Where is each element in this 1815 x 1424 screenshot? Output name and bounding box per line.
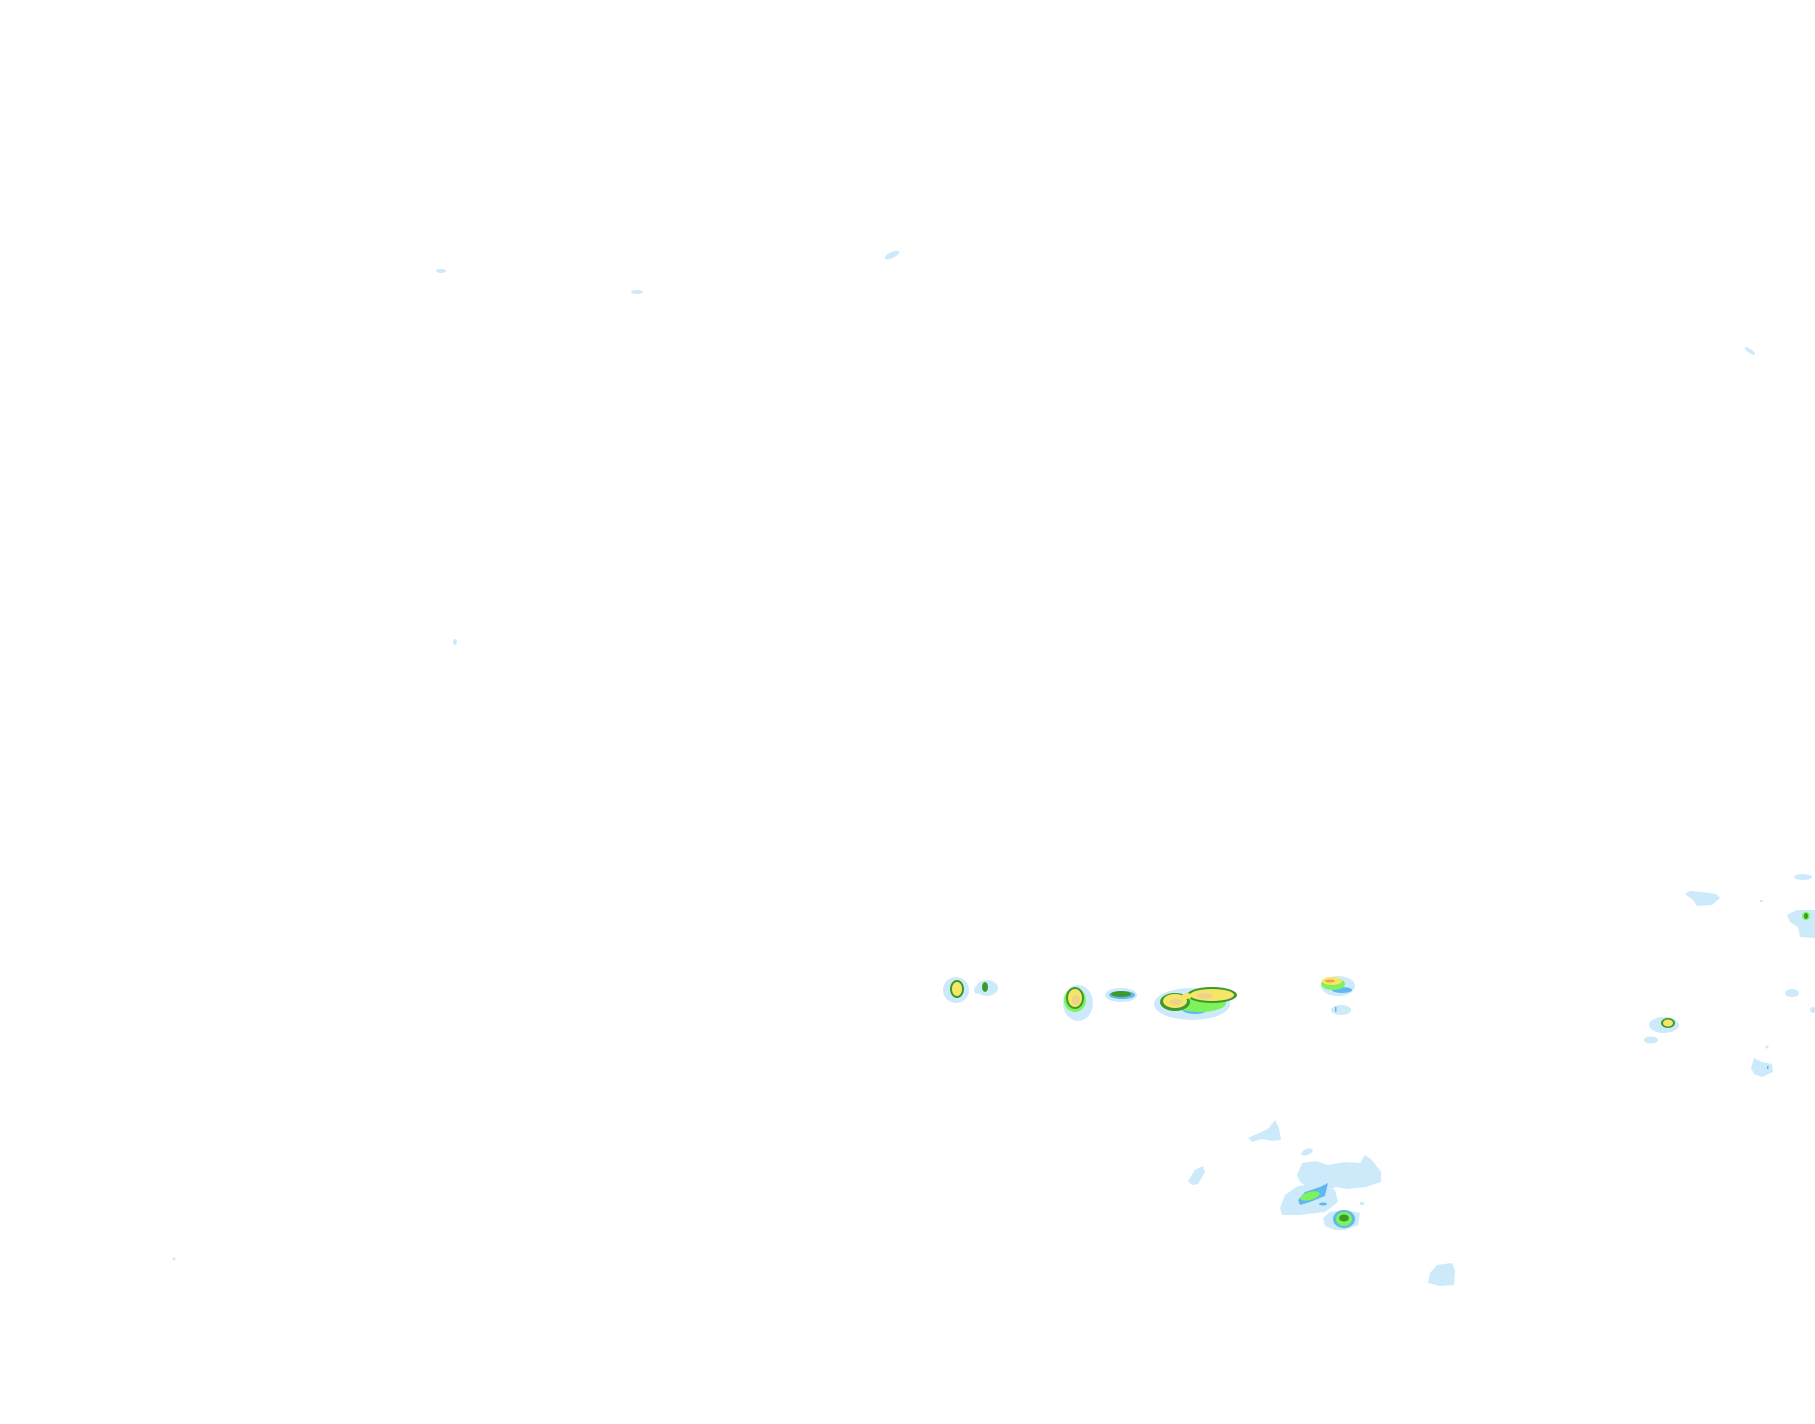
precip-cell-a: [943, 977, 969, 1003]
precip-cell-e: [1154, 987, 1237, 1020]
precip-cell-east: [1644, 874, 1815, 1077]
precip-cell-f: [1321, 976, 1355, 1015]
precip-cell-d: [1105, 988, 1137, 1002]
precip-cell-south: [1188, 1120, 1455, 1286]
precip-cell-b: [974, 980, 998, 996]
precip-cell-specks: [172, 250, 1756, 1261]
precip-cell-c: [1063, 985, 1093, 1021]
